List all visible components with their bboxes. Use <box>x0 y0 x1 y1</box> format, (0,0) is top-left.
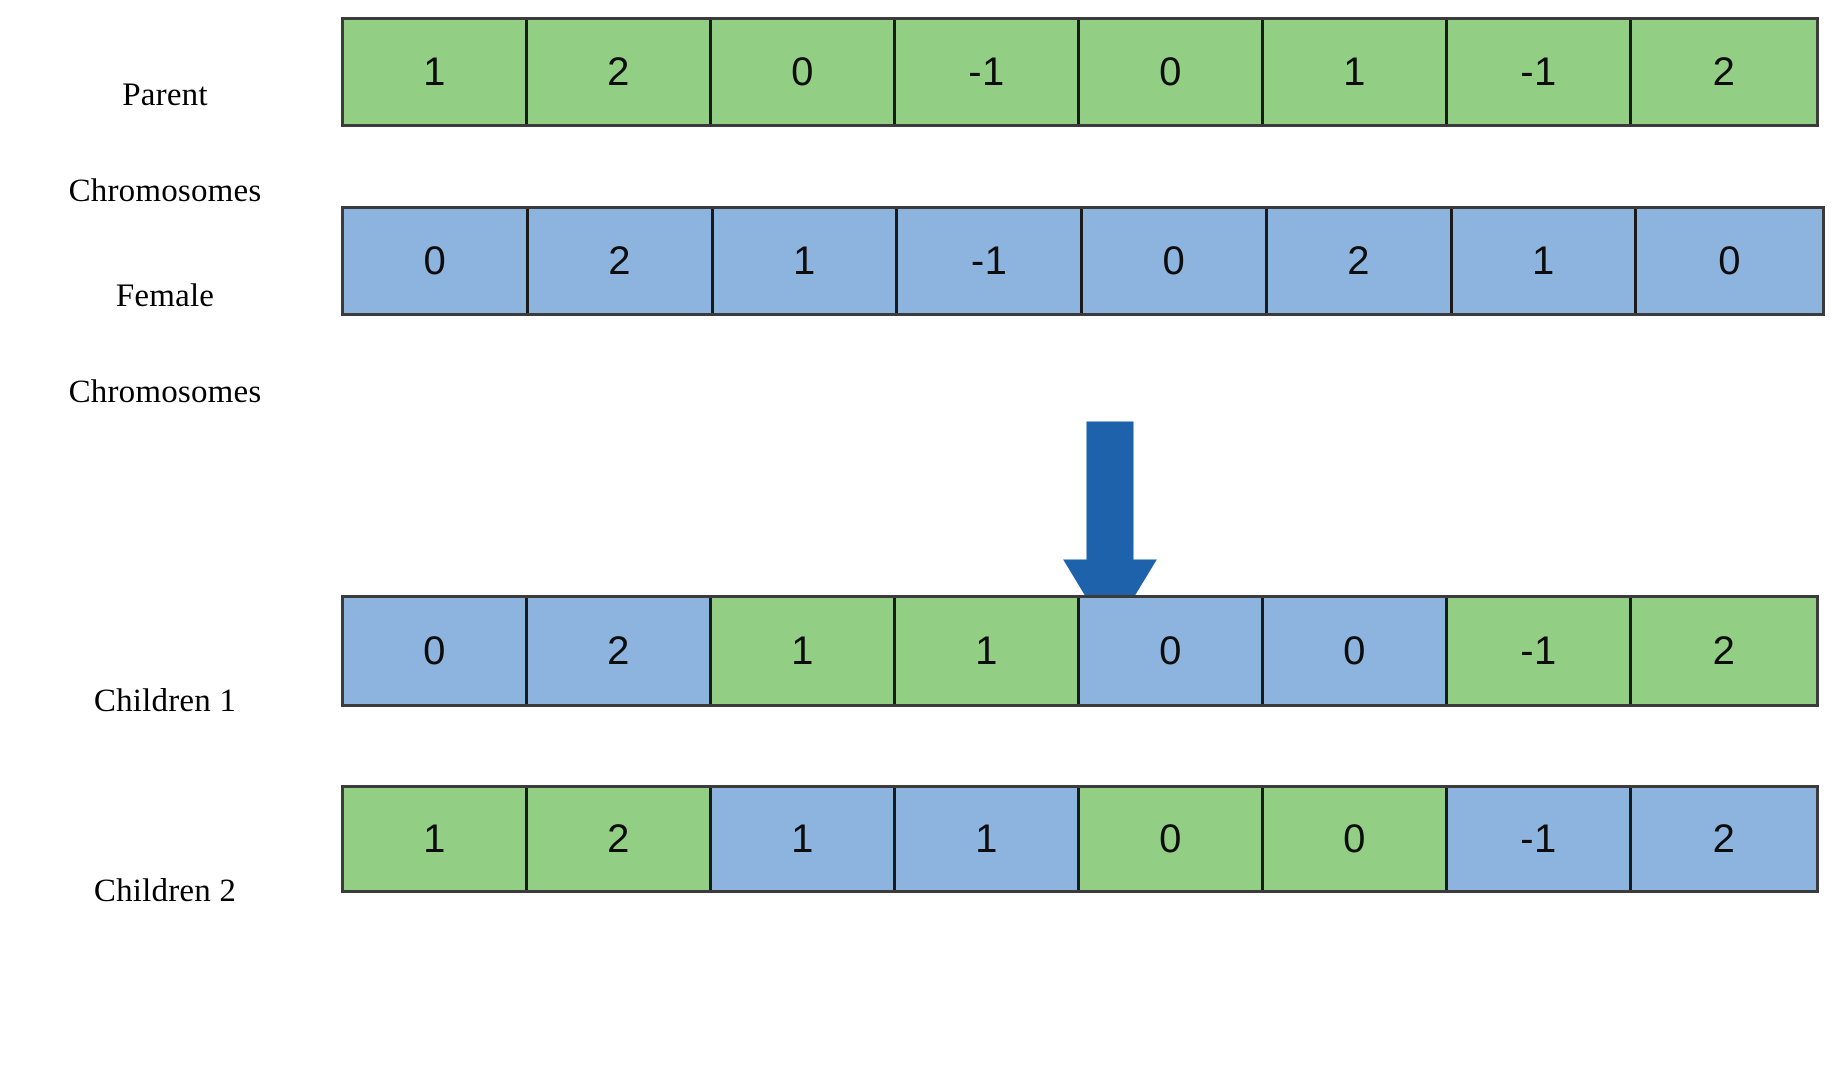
chromosome-cell[interactable]: 2 <box>1267 209 1453 313</box>
cell-value: -1 <box>970 239 1008 283</box>
row-label-line: Children 1 <box>93 682 237 719</box>
row-label-line: Children 2 <box>93 872 237 909</box>
chromosome-cell[interactable]: 1 <box>344 788 528 890</box>
cell-value: 1 <box>791 817 814 861</box>
cell-value: 2 <box>1712 817 1736 861</box>
cell-value: 0 <box>1718 239 1741 283</box>
cell-value: 0 <box>791 50 814 94</box>
cell-value: 1 <box>423 50 446 94</box>
cell-value: 0 <box>423 239 447 283</box>
cell-value: 1 <box>791 629 814 673</box>
row-label-line: Parent <box>122 76 208 113</box>
cell-value: 2 <box>608 239 631 283</box>
chromosome-cell[interactable]: 0 <box>344 209 529 313</box>
cell-value: 1 <box>975 629 998 673</box>
cell-value: 2 <box>607 50 630 94</box>
cell-value: 2 <box>1712 50 1736 94</box>
chromosome-cell[interactable]: -1 <box>1448 20 1632 124</box>
cell-value: 1 <box>793 239 816 283</box>
row-label-line: Chromosomes <box>68 172 262 209</box>
chromosome-strip-parent: 1 2 0 -1 0 1 -1 2 <box>341 17 1819 127</box>
chromosome-strip-children-1: 0 2 1 1 0 0 -1 2 <box>341 595 1819 707</box>
row-label-female-chromosomes: Female Chromosomes <box>0 225 330 464</box>
chromosome-cell[interactable]: 2 <box>1632 20 1816 124</box>
chromosome-cell[interactable]: 0 <box>1637 209 1822 313</box>
cell-value: 1 <box>975 817 998 861</box>
cell-value: 2 <box>607 817 630 861</box>
chromosome-cell[interactable]: 0 <box>344 598 528 704</box>
chromosome-cell[interactable]: 1 <box>712 598 896 704</box>
row-label-line: Chromosomes <box>68 373 262 410</box>
chromosome-strip-children-2: 1 2 1 1 0 0 -1 2 <box>341 785 1819 893</box>
chromosome-cell[interactable]: 2 <box>528 209 714 313</box>
row-label-line: Female <box>115 277 215 314</box>
chromosome-cell[interactable]: 1 <box>344 20 528 124</box>
chromosome-cell[interactable]: 0 <box>1264 598 1448 704</box>
row-label-parent-chromosomes: Parent Chromosomes <box>0 24 330 263</box>
chromosome-cell[interactable]: 0 <box>712 20 896 124</box>
chromosome-cell[interactable]: 0 <box>1083 209 1268 313</box>
chromosome-cell[interactable]: 1 <box>896 598 1080 704</box>
chromosome-cell[interactable]: -1 <box>1448 788 1632 890</box>
chromosome-cell[interactable]: 1 <box>896 788 1080 890</box>
chromosome-cell[interactable]: -1 <box>1448 598 1632 704</box>
cell-value: 1 <box>1343 50 1366 94</box>
cell-value: 0 <box>423 629 446 673</box>
row-label-children-1: Children 1 <box>0 630 330 774</box>
cell-value: 0 <box>1343 817 1366 861</box>
cell-value: 0 <box>1159 50 1182 94</box>
cell-value: -1 <box>1520 817 1557 861</box>
chromosome-cell[interactable]: 2 <box>528 598 712 704</box>
chromosome-cell[interactable]: 0 <box>1264 788 1448 890</box>
cell-value: 1 <box>1532 239 1555 283</box>
cell-value: -1 <box>1520 629 1557 673</box>
chromosome-cell[interactable]: 0 <box>1080 20 1264 124</box>
cell-value: 0 <box>1162 239 1186 283</box>
cell-value: 1 <box>423 817 446 861</box>
chromosome-cell[interactable]: 1 <box>1452 209 1638 313</box>
cell-value: 2 <box>607 629 630 673</box>
chromosome-cell[interactable]: -1 <box>898 209 1083 313</box>
chromosome-cell[interactable]: 1 <box>713 209 899 313</box>
chromosome-cell[interactable]: 2 <box>528 788 712 890</box>
chromosome-cell[interactable]: 2 <box>1632 788 1816 890</box>
chromosome-cell[interactable]: 1 <box>1264 20 1448 124</box>
cell-value: -1 <box>968 50 1005 94</box>
chromosome-cell[interactable]: 2 <box>1632 598 1816 704</box>
chromosome-cell[interactable]: 0 <box>1080 598 1264 704</box>
chromosome-cell[interactable]: -1 <box>896 20 1080 124</box>
chromosome-cell[interactable]: 0 <box>1080 788 1264 890</box>
cell-value: -1 <box>1520 50 1557 94</box>
cell-value: 0 <box>1159 629 1182 673</box>
cell-value: 2 <box>1712 629 1736 673</box>
row-label-children-2: Children 2 <box>0 820 330 964</box>
chromosome-cell[interactable]: 1 <box>712 788 896 890</box>
chromosome-strip-female: 0 2 1 -1 0 2 1 0 <box>341 206 1825 316</box>
cell-value: 2 <box>1347 239 1370 283</box>
cell-value: 0 <box>1343 629 1366 673</box>
cell-value: 0 <box>1159 817 1182 861</box>
chromosome-cell[interactable]: 2 <box>528 20 712 124</box>
